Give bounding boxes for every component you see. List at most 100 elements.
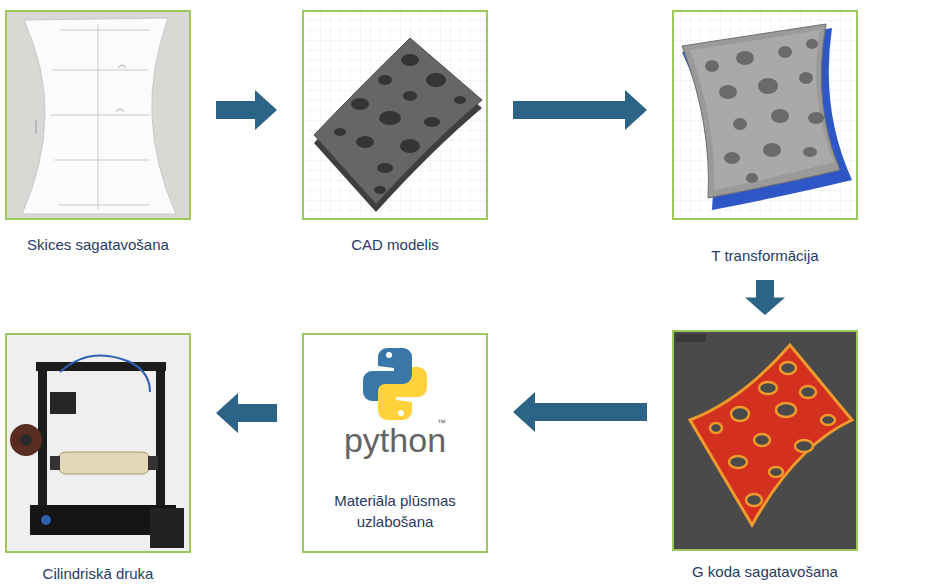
illustration-shape (746, 173, 758, 183)
panel-frame: pythonMateriāla plūsmas uzlabošana (302, 333, 488, 553)
illustration-shape (729, 456, 747, 468)
illustration-shape (60, 355, 150, 392)
cad-model (304, 12, 486, 218)
illustration-shape (374, 186, 386, 194)
illustration-shape (20, 434, 32, 446)
illustration-shape (386, 352, 392, 358)
illustration-shape (733, 118, 747, 130)
illustration-shape (710, 423, 722, 433)
panel-frame (5, 333, 191, 553)
block-arrow (216, 393, 277, 433)
illustration-shape (800, 386, 816, 398)
illustration-shape (758, 78, 778, 94)
illustration-shape (690, 30, 834, 190)
illustration-shape (746, 494, 762, 506)
illustration-shape (378, 75, 392, 85)
illustration-shape (676, 334, 706, 342)
panel-frame (302, 10, 488, 220)
illustration-shape (736, 51, 754, 65)
illustration-shape (334, 128, 346, 136)
illustration-shape (50, 24, 150, 210)
illustration-shape (398, 410, 404, 416)
block-arrow (745, 280, 785, 315)
illustration-shape (771, 109, 789, 123)
illustration-shape (351, 98, 369, 110)
illustration-shape (799, 72, 813, 84)
illustration-shape (400, 139, 420, 153)
illustration-shape (314, 38, 482, 204)
illustration-shape (719, 85, 737, 99)
illustration-shape (806, 39, 818, 49)
logo-text: python (304, 420, 486, 460)
illustration-shape (776, 403, 796, 417)
illustration-shape (682, 24, 840, 198)
illustration-shape (7, 335, 189, 551)
illustration-shape (754, 434, 770, 446)
illustration-shape (759, 382, 777, 394)
illustration-shape (731, 407, 749, 421)
process-panel: pythonMateriāla plūsmas uzlabošana (302, 333, 488, 553)
illustration-shape (50, 392, 76, 414)
step-caption: Cilindriskā druka (5, 565, 191, 583)
illustration-shape (356, 136, 374, 148)
step-caption: G koda sagatavošana (672, 563, 858, 581)
illustration-shape (674, 12, 856, 218)
step-caption: T transformācija (672, 247, 858, 265)
illustration-shape (795, 440, 813, 452)
block-arrow (513, 392, 647, 432)
illustration-shape (454, 96, 466, 104)
illustration-shape (808, 112, 824, 124)
process-panel: G koda sagatavošana (672, 330, 858, 581)
step-caption: CAD modelis (302, 236, 488, 254)
illustration-shape (821, 415, 835, 425)
python-logo (363, 348, 427, 420)
panel-frame (672, 10, 858, 220)
process-panel: T transformācija (672, 10, 858, 265)
illustration-shape (401, 54, 419, 66)
illustration-shape (150, 508, 184, 548)
illustration-shape (378, 367, 427, 420)
printer-photo (7, 335, 189, 551)
illustration-shape (377, 163, 393, 173)
illustration-shape (769, 467, 783, 477)
block-arrow (513, 90, 647, 130)
transformed-model (674, 12, 856, 218)
illustration-shape (156, 362, 165, 512)
panel-frame (5, 10, 191, 220)
illustration-shape (379, 111, 401, 125)
sketch-photo (7, 12, 189, 218)
illustration-shape (304, 12, 486, 218)
gcode-preview (674, 332, 856, 549)
illustration-shape (724, 152, 740, 164)
illustration-shape (50, 456, 60, 470)
illustration-shape (710, 362, 835, 506)
process-panel: CAD modelis (302, 10, 488, 254)
illustration-shape (7, 12, 189, 218)
step-caption: Skices sagatavošana (5, 236, 191, 254)
process-panel: Skices sagatavošana (5, 10, 191, 254)
illustration-shape (674, 332, 856, 549)
illustration-shape (403, 91, 417, 101)
block-arrow (216, 90, 277, 130)
illustration-shape (36, 65, 126, 134)
illustration-shape (778, 46, 792, 58)
illustration-shape (334, 54, 466, 194)
illustration-shape (36, 362, 166, 371)
illustration-shape (304, 12, 486, 218)
trademark-mark: ™ (437, 418, 446, 428)
illustration-shape (41, 515, 51, 525)
illustration-shape (22, 18, 176, 214)
illustration-shape (426, 73, 446, 87)
illustration-shape (763, 143, 781, 157)
panel-text: Materiāla plūsmas uzlabošana (317, 490, 473, 532)
illustration-shape (780, 362, 796, 374)
illustration-shape (10, 424, 42, 456)
illustration-shape (674, 12, 856, 218)
illustration-shape (803, 147, 817, 157)
illustration-shape (424, 117, 440, 127)
illustration-shape (690, 345, 852, 525)
illustration-shape (58, 452, 150, 474)
